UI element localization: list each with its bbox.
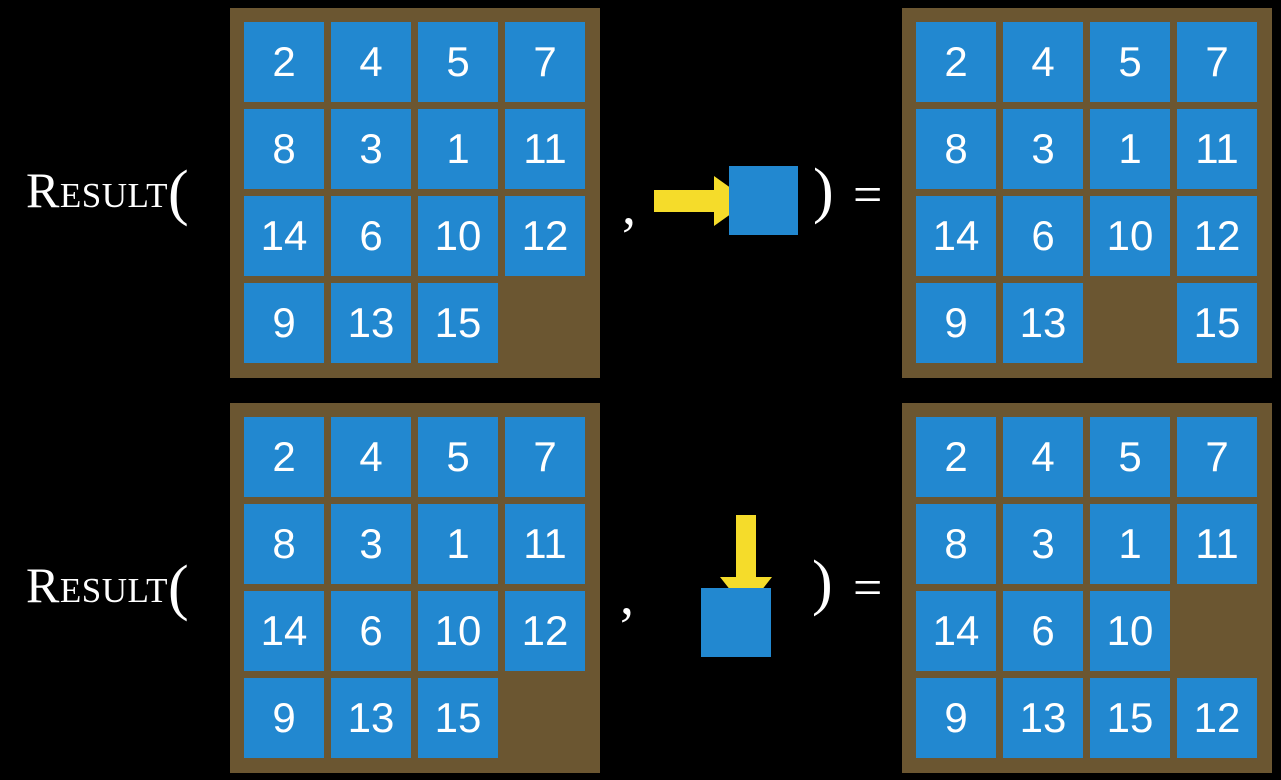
puzzle-tile[interactable]: 13 — [331, 678, 411, 758]
puzzle-tile[interactable]: 1 — [1090, 504, 1170, 584]
puzzle-tile[interactable]: 1 — [418, 504, 498, 584]
close-paren-1: ) — [813, 157, 834, 225]
moving-tile-1 — [729, 166, 798, 235]
puzzle-tile[interactable]: 3 — [1003, 109, 1083, 189]
puzzle-tile[interactable]: 8 — [244, 504, 324, 584]
empty-slot — [1090, 283, 1170, 363]
arrow-down-icon — [720, 515, 772, 610]
puzzle-tile[interactable]: 5 — [418, 417, 498, 497]
puzzle-tile[interactable]: 12 — [1177, 678, 1257, 758]
puzzle-tile[interactable]: 12 — [505, 196, 585, 276]
puzzle-tile[interactable]: 8 — [916, 504, 996, 584]
puzzle-tile[interactable]: 1 — [1090, 109, 1170, 189]
arrow-right-icon — [654, 176, 749, 226]
empty-slot — [505, 283, 585, 363]
empty-slot — [1177, 591, 1257, 671]
puzzle-tile[interactable]: 5 — [418, 22, 498, 102]
puzzle-tile[interactable]: 11 — [505, 504, 585, 584]
puzzle-tile[interactable]: 5 — [1090, 417, 1170, 497]
puzzle-tile[interactable]: 4 — [331, 22, 411, 102]
puzzle-tile[interactable]: 8 — [244, 109, 324, 189]
puzzle-tile[interactable]: 7 — [505, 417, 585, 497]
puzzle-tile[interactable]: 13 — [331, 283, 411, 363]
puzzle-tile[interactable]: 11 — [1177, 504, 1257, 584]
puzzle-tile[interactable]: 14 — [916, 196, 996, 276]
puzzle-tile[interactable]: 4 — [1003, 22, 1083, 102]
puzzle-tile[interactable]: 10 — [418, 591, 498, 671]
puzzle-tile[interactable]: 12 — [505, 591, 585, 671]
open-paren-1: ( — [168, 158, 190, 227]
result-word-2: Result — [26, 556, 169, 613]
puzzle-tile[interactable]: 11 — [1177, 109, 1257, 189]
puzzle-tile[interactable]: 10 — [418, 196, 498, 276]
puzzle-tile[interactable]: 15 — [418, 283, 498, 363]
puzzle-tile[interactable]: 7 — [1177, 22, 1257, 102]
equals-sign-1: = — [853, 167, 883, 224]
puzzle-tile[interactable]: 2 — [244, 417, 324, 497]
puzzle-tile[interactable]: 13 — [1003, 678, 1083, 758]
result-word-1: Result — [26, 161, 169, 218]
puzzle-tile[interactable]: 15 — [1090, 678, 1170, 758]
puzzle-tile[interactable]: 2 — [244, 22, 324, 102]
equals-sign-2: = — [853, 560, 883, 617]
puzzle-tile[interactable]: 6 — [331, 591, 411, 671]
puzzle-tile[interactable]: 14 — [244, 196, 324, 276]
close-paren-2: ) — [812, 549, 833, 617]
puzzle-tile[interactable]: 3 — [331, 109, 411, 189]
puzzle-tile[interactable]: 8 — [916, 109, 996, 189]
puzzle-tile[interactable]: 11 — [505, 109, 585, 189]
puzzle-tile[interactable]: 13 — [1003, 283, 1083, 363]
puzzle-tile[interactable]: 3 — [331, 504, 411, 584]
comma-separator-2: , — [620, 565, 634, 627]
puzzle-tile[interactable]: 9 — [916, 678, 996, 758]
operand-group-1: , ) = — [610, 0, 900, 385]
comma-separator-1: , — [622, 175, 636, 237]
result-function-label-1: Result( — [26, 162, 189, 224]
puzzle-tile[interactable]: 2 — [916, 417, 996, 497]
puzzle-tile[interactable]: 9 — [916, 283, 996, 363]
puzzle-tile[interactable]: 15 — [418, 678, 498, 758]
puzzle-tile[interactable]: 14 — [244, 591, 324, 671]
puzzle-tile[interactable]: 3 — [1003, 504, 1083, 584]
moving-tile-2 — [701, 588, 771, 657]
puzzle-tile[interactable]: 4 — [1003, 417, 1083, 497]
puzzle-tile[interactable]: 5 — [1090, 22, 1170, 102]
puzzle-tile[interactable]: 7 — [505, 22, 585, 102]
open-paren-2: ( — [168, 553, 190, 622]
puzzle-tile[interactable]: 6 — [331, 196, 411, 276]
puzzle-tile[interactable]: 6 — [1003, 196, 1083, 276]
puzzle-tile[interactable]: 2 — [916, 22, 996, 102]
empty-slot — [505, 678, 585, 758]
puzzle-tile[interactable]: 10 — [1090, 196, 1170, 276]
puzzle-tile[interactable]: 9 — [244, 283, 324, 363]
puzzle-tile[interactable]: 14 — [916, 591, 996, 671]
puzzle-tile[interactable]: 1 — [418, 109, 498, 189]
operand-group-2: , ) = — [610, 395, 900, 780]
puzzle-tile[interactable]: 15 — [1177, 283, 1257, 363]
puzzle-tile[interactable]: 4 — [331, 417, 411, 497]
result-function-label-2: Result( — [26, 557, 189, 619]
puzzle-tile[interactable]: 7 — [1177, 417, 1257, 497]
puzzle-tile[interactable]: 9 — [244, 678, 324, 758]
puzzle-tile[interactable]: 12 — [1177, 196, 1257, 276]
puzzle-tile[interactable]: 6 — [1003, 591, 1083, 671]
puzzle-tile[interactable]: 10 — [1090, 591, 1170, 671]
